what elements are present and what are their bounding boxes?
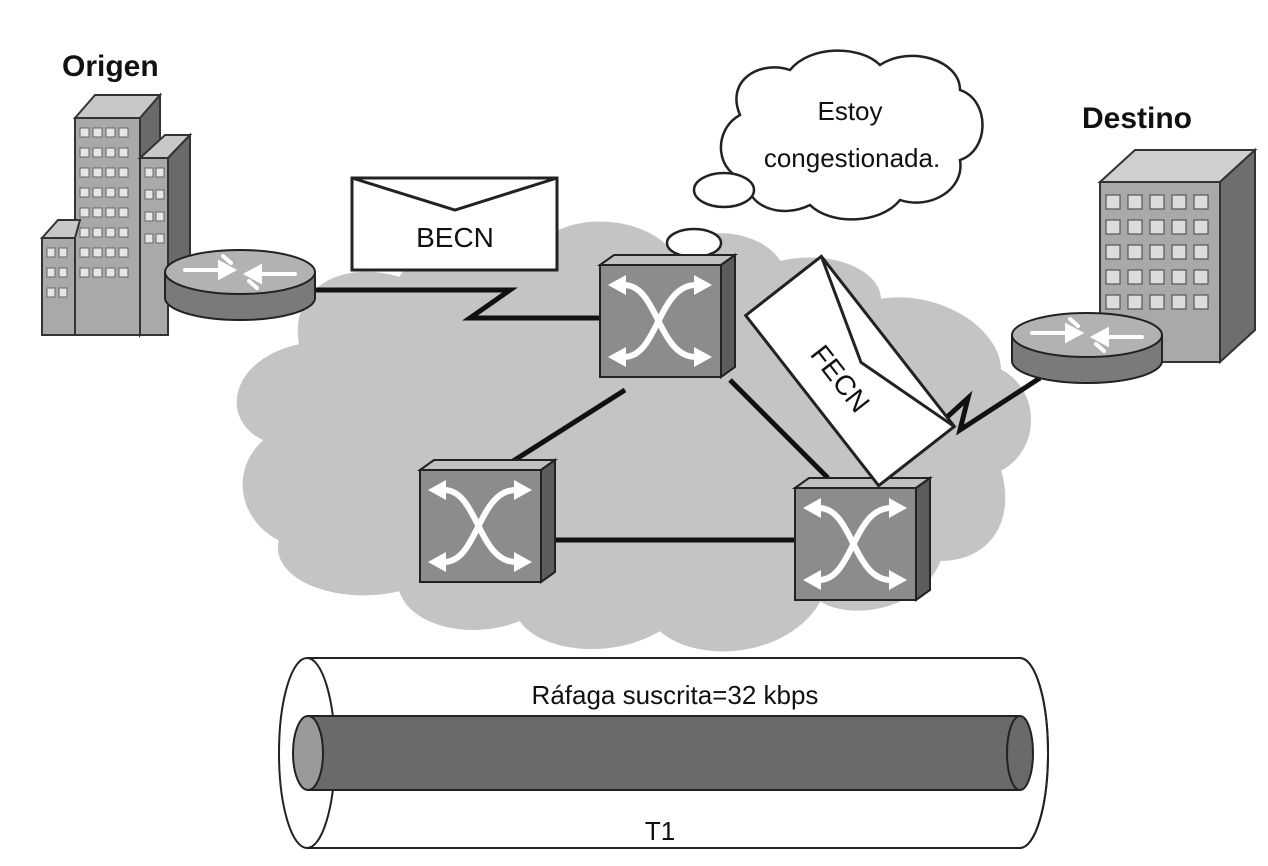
envelope-icon: FECN [743, 254, 957, 488]
thought-text-line1: Estoy [817, 96, 882, 126]
links [312, 287, 1042, 543]
becn-label: BECN [416, 222, 494, 253]
frame-relay-switch-icon [420, 460, 555, 582]
thought-bubble: Estoy congestionada. [665, 49, 984, 259]
building-icon [39, 92, 193, 338]
origin-label: Origen [62, 50, 159, 83]
router-icon [163, 248, 317, 322]
destination-label: Destino [1082, 102, 1192, 135]
t1-pipe [278, 657, 1049, 849]
thought-text-line2: congestionada. [764, 143, 940, 173]
link-top-left [508, 387, 627, 466]
frame-relay-switch-icon [795, 478, 930, 600]
router-icon [1010, 311, 1164, 385]
frame-relay-switch-icon [600, 255, 735, 377]
link-origin-serial [312, 287, 605, 321]
link-top-right [728, 378, 830, 480]
pipe-caption: Ráfaga suscrita=32 kbps [532, 680, 819, 710]
pipe-name: T1 [645, 816, 675, 846]
envelope-icon: BECN [350, 176, 559, 272]
